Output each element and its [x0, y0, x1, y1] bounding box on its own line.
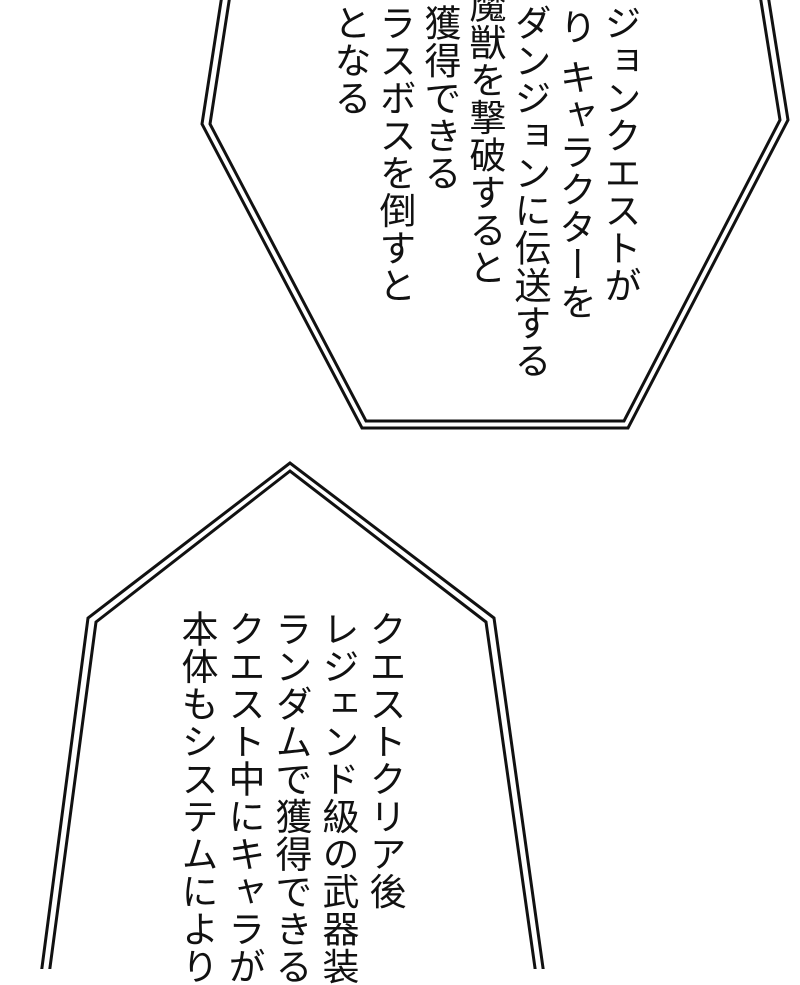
bubble-text-column: 獲得できる [418, 4, 461, 192]
bubble-text-column: 魔獣を撃破すると [463, 0, 506, 286]
bubble-text-column: クエスト中にキャラが [222, 610, 265, 985]
bubble-text-column: ランダムで獲得できる [269, 610, 312, 985]
bubble-text-column: り キャラクターを [553, 8, 596, 321]
bubble-text-column: レジェンド級の武器装 [316, 610, 359, 985]
bubble-text-column: となる [328, 4, 371, 117]
top-speech-bubble [200, 0, 790, 430]
bottom-speech-bubble [40, 461, 545, 969]
bubble-text-column: 本体もシステムにより [175, 610, 218, 985]
bubble-text-column: ラスボスを倒すと [373, 4, 416, 304]
bubble-text-column: クエストクリア後 [363, 610, 406, 910]
bubble-text-column: ダンジョンに伝送する [508, 4, 551, 379]
bubble-text-column: ジョンクエストが [598, 4, 641, 304]
